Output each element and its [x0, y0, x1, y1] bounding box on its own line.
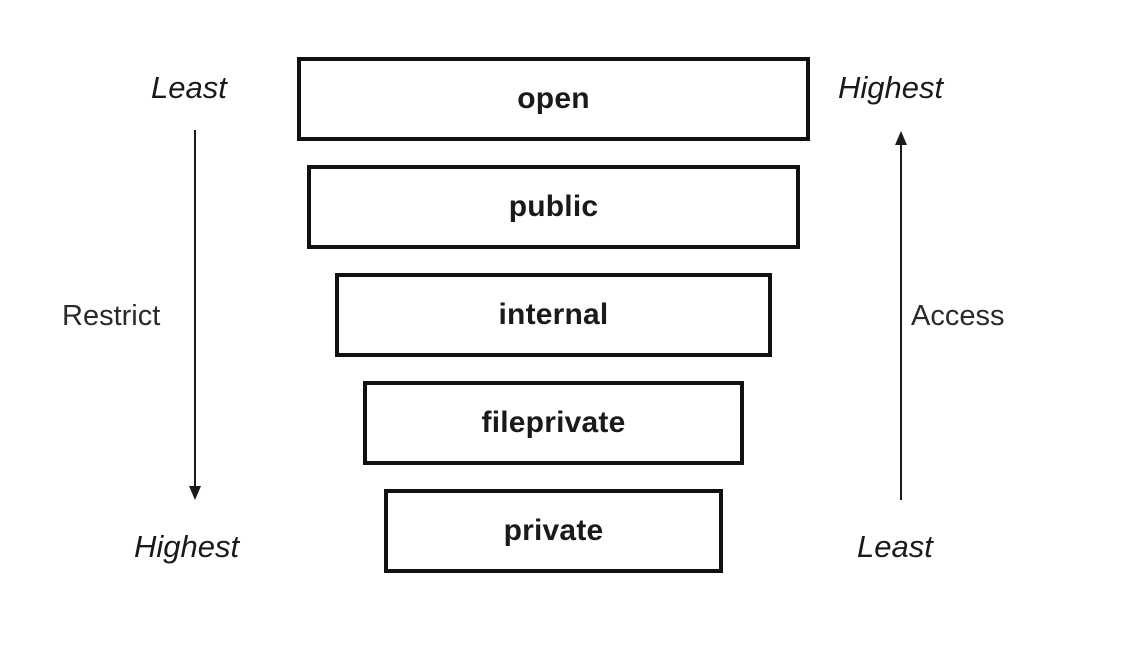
level-box-open: open — [297, 57, 810, 141]
right-middle-label: Access — [911, 300, 1005, 332]
left-middle-label: Restrict — [62, 300, 161, 332]
left-top-label: Least — [151, 70, 227, 105]
level-box-internal: internal — [335, 273, 772, 357]
level-label-fileprivate: fileprivate — [481, 406, 626, 439]
access-arrow — [895, 131, 907, 500]
restrict-arrow — [189, 130, 201, 500]
level-label-public: public — [508, 190, 599, 223]
level-label-private: private — [503, 514, 604, 547]
level-box-fileprivate: fileprivate — [363, 381, 744, 465]
level-label-internal: internal — [498, 298, 609, 331]
level-label-open: open — [517, 82, 590, 115]
left-bottom-label: Highest — [134, 529, 240, 564]
level-box-public: public — [307, 165, 800, 249]
right-bottom-label: Least — [857, 529, 933, 564]
right-top-label: Highest — [838, 70, 944, 105]
level-box-private: private — [384, 489, 723, 573]
